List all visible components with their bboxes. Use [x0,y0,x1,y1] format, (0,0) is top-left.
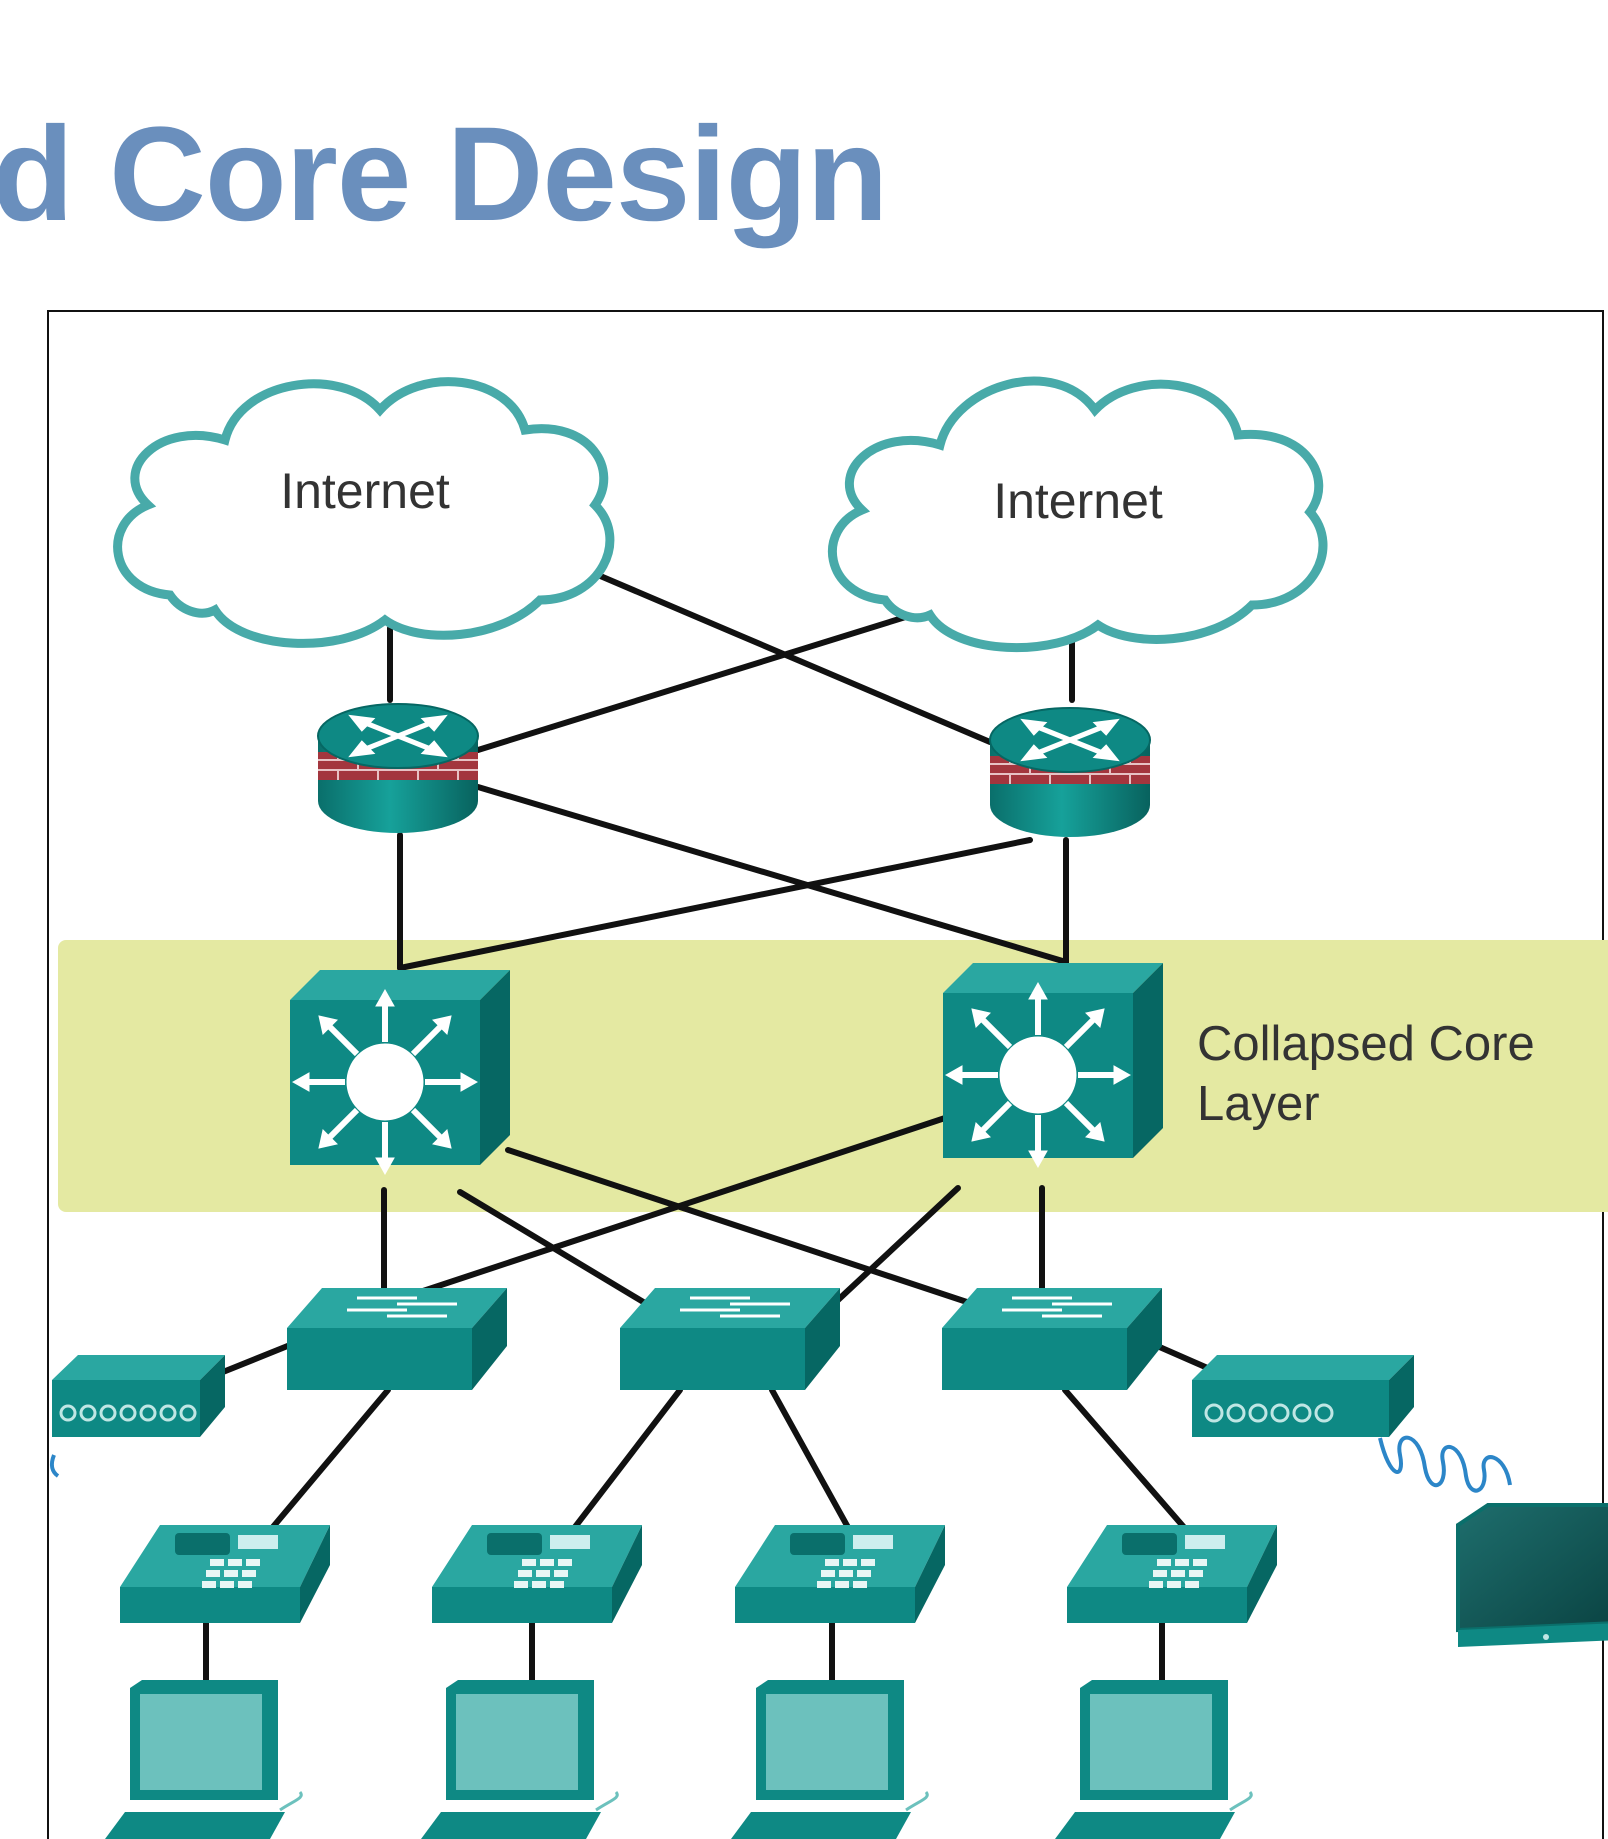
cloud-label: Internet [280,463,450,519]
port-circles-icon [1204,1403,1334,1423]
access-switch-3 [942,1288,1162,1390]
pc-1 [105,1680,303,1839]
switch-arrows-icon [1002,1296,1112,1318]
link-dist1-hub1 [215,1342,293,1377]
link-fw2-core1 [397,837,1033,971]
coiled-cable-left [49,1454,60,1478]
port-circles-icon [59,1404,197,1422]
phone-keypad-icon [202,1559,260,1588]
core-layer-label-line2: Layer [1197,1077,1320,1131]
pc-3 [731,1680,929,1839]
access-point-2 [1192,1355,1414,1437]
internet-cloud-1: Internet [113,377,615,648]
link-dist3-phone4 [1062,1387,1198,1543]
link-core2-dist2 [835,1185,961,1303]
link-core1-dist2 [457,1189,663,1315]
switch-arrows-icon [680,1296,790,1318]
coiled-cable [1378,1435,1512,1493]
multilayer-switch-star-icon [291,988,479,1176]
core-switch-1 [290,970,510,1176]
access-point-1 [52,1355,225,1437]
internet-cloud-2: Internet [827,376,1328,653]
link-fw1-core2 [475,784,1069,965]
phone-keypad-icon [514,1559,572,1588]
link-cloud1-fw2 [595,572,993,745]
link-dist1-phone1 [259,1387,391,1543]
access-switch-1 [287,1288,507,1390]
router-arrows-icon [348,714,448,758]
link-cloud2-fw1 [475,612,915,753]
core-switch-2 [943,963,1163,1169]
core-layer-label-line1: Collapsed Core [1197,1017,1535,1071]
slide-title: d Core Design [0,100,888,249]
cloud-icon [827,376,1328,653]
phone-keypad-icon [1149,1559,1207,1588]
firewall-router-1 [317,703,479,833]
router-arrows-icon [1020,718,1120,762]
cloud-label: Internet [993,473,1163,529]
multilayer-switch-star-icon [944,981,1132,1169]
firewall-router-2 [989,707,1151,837]
ip-phone-3 [735,1525,945,1623]
link-dist2-phone2 [562,1387,683,1543]
ip-phone-2 [432,1525,642,1623]
laptop-icon [1456,1503,1608,1647]
pc-2 [421,1680,619,1839]
phone-keypad-icon [817,1559,875,1588]
pc-4 [1055,1680,1253,1839]
link-core1-dist3 [505,1147,988,1311]
link-dist2-phone3 [769,1387,858,1543]
ip-phone-1 [120,1525,330,1623]
switch-arrows-icon [347,1296,457,1318]
ip-phone-4 [1067,1525,1277,1623]
access-switch-2 [620,1288,840,1390]
cloud-icon [113,377,615,648]
link-core2-dist1 [417,1115,948,1295]
